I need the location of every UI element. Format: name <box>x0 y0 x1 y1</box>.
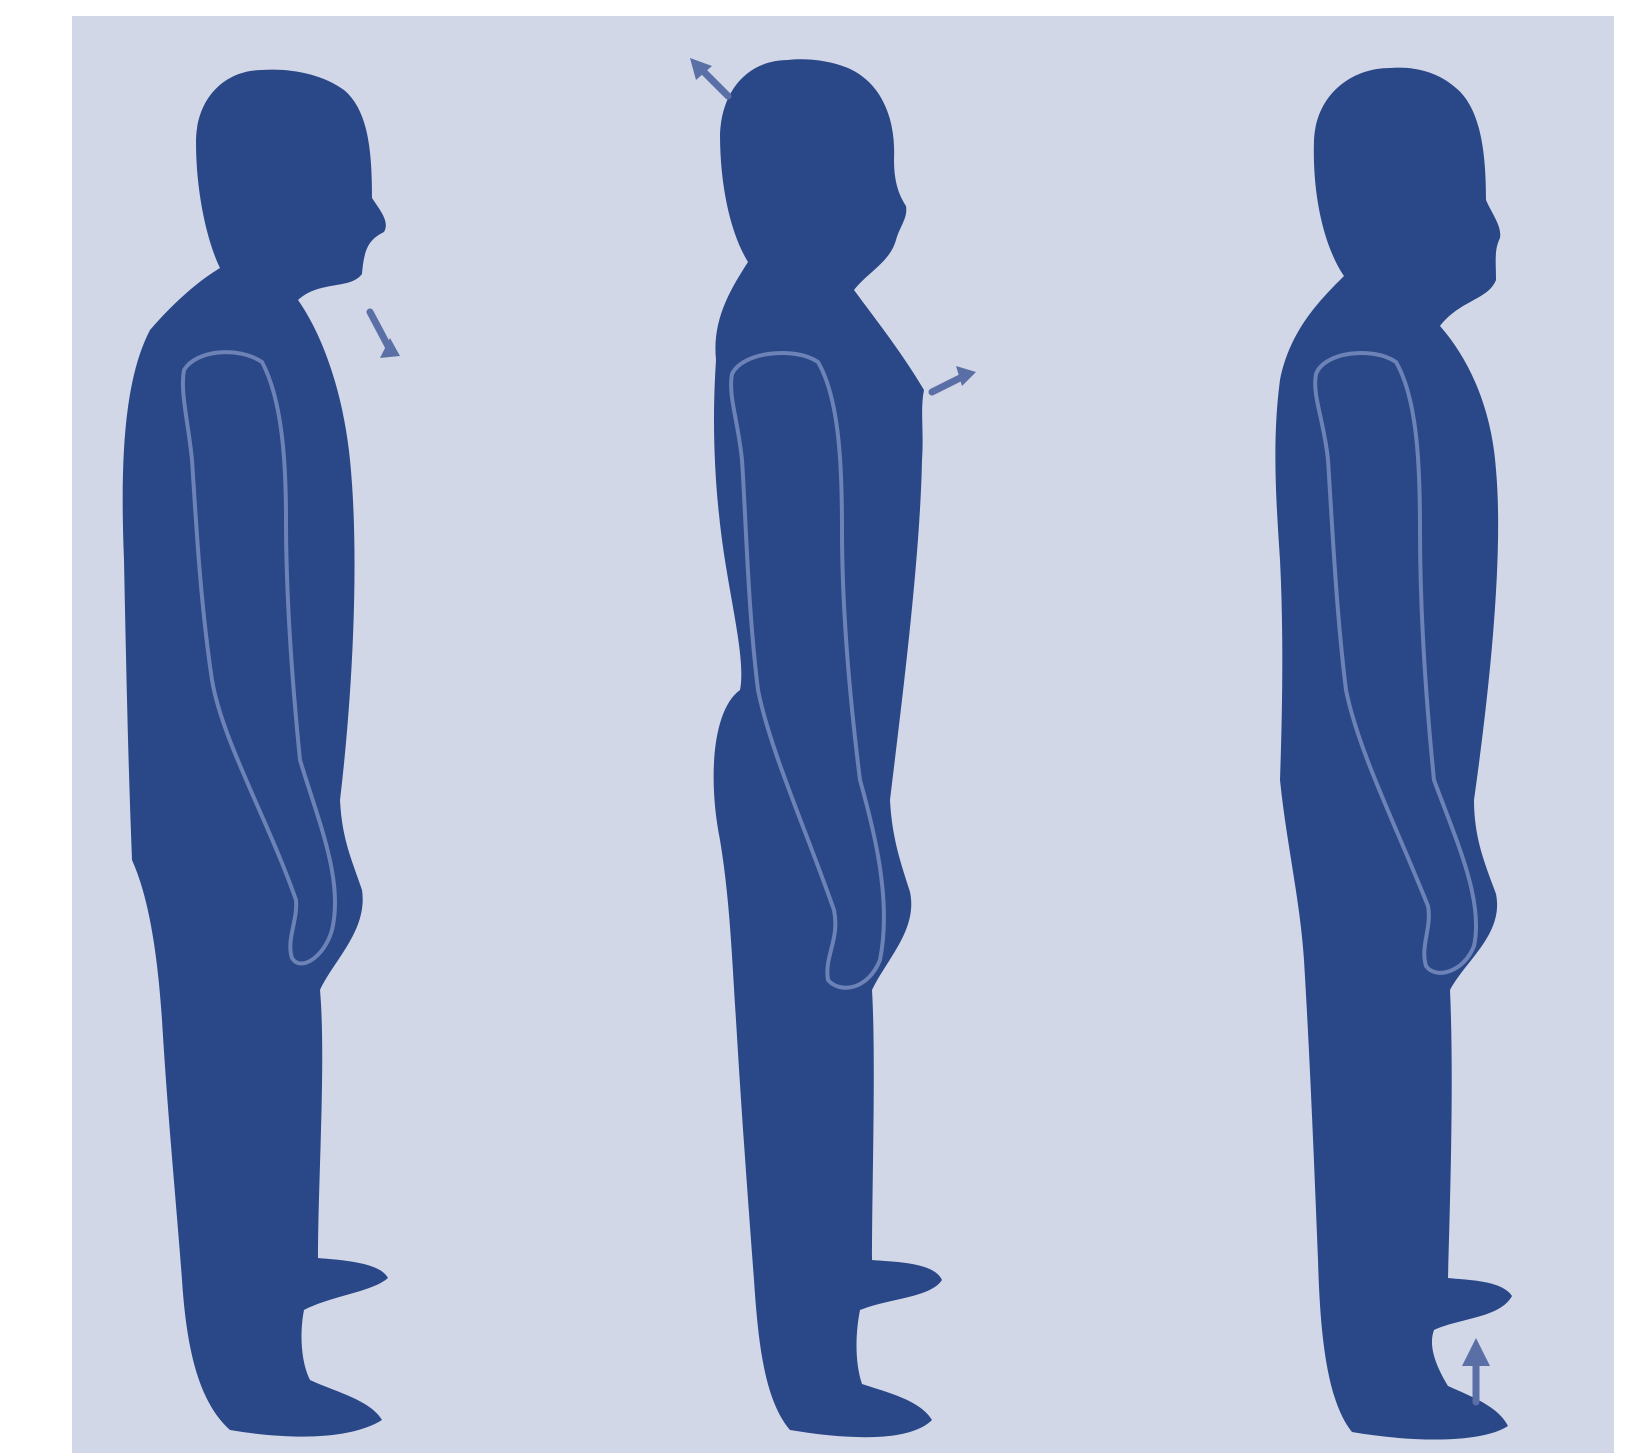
arrow-down-right-icon <box>370 312 400 358</box>
standing-figure-3 <box>1275 68 1512 1440</box>
standing-figure-2 <box>690 58 976 1437</box>
standing-figure-1 <box>123 70 400 1437</box>
arrow-up-icon <box>1462 1338 1490 1402</box>
arrow-right-icon <box>932 366 976 392</box>
arrow-up-left-icon <box>690 58 728 96</box>
